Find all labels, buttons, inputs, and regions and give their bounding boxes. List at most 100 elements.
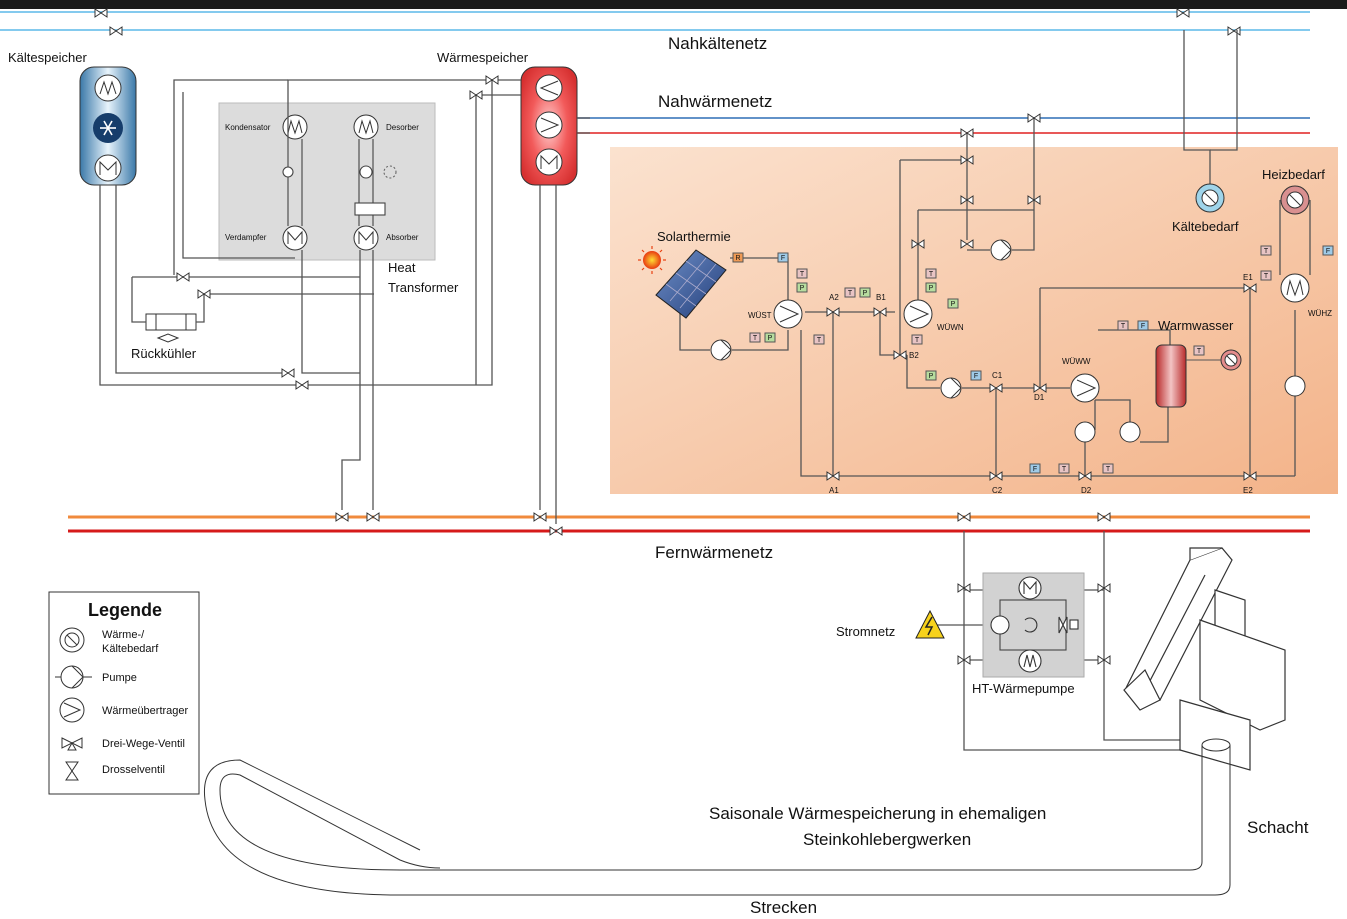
bottom-valve-1 <box>282 369 294 377</box>
tunnels-label: Strecken <box>750 898 817 917</box>
sensor-f1: F <box>781 255 785 262</box>
mine-caption-line-1: Saisonale Wärmespeicherung in ehemaligen <box>709 804 1046 823</box>
district-valve-2 <box>367 513 379 521</box>
pump-icon-wn <box>991 240 1011 260</box>
verdampfer-label: Verdampfer <box>225 233 267 242</box>
demand-icon <box>60 628 84 652</box>
wu-ww-label: WÜWW <box>1062 357 1091 366</box>
district-valve-4 <box>550 527 562 535</box>
sensor-f2: F <box>974 373 978 380</box>
sensor-t5: T <box>929 271 934 278</box>
valve-label-b1: B1 <box>876 293 886 302</box>
top-photo-strip <box>0 0 1347 9</box>
sensor-t8: T <box>1197 348 1202 355</box>
grid-label: Stromnetz <box>836 624 895 639</box>
kaeltebedarf-label: Kältebedarf <box>1172 219 1239 234</box>
sensor-f3: F <box>1141 323 1145 330</box>
absorber-label: Absorber <box>386 233 419 242</box>
legend-label-throttle-valve: Drosselventil <box>102 764 165 776</box>
desorber-icon <box>354 115 378 139</box>
pump-icon-hz <box>1285 376 1305 396</box>
sensor-t3: T <box>817 337 822 344</box>
district-valve-1 <box>336 513 348 521</box>
heat-storage-label: Wärmespeicher <box>437 50 529 65</box>
shaft-label: Schacht <box>1247 818 1309 837</box>
cold-storage-coil-top <box>95 75 121 101</box>
cold-network-valve-2 <box>110 27 122 35</box>
cold-network-label: Nahkältenetz <box>668 34 767 53</box>
valve-label-c2: C2 <box>992 486 1003 495</box>
legend-label-demand-2: Kältebedarf <box>102 643 159 655</box>
kondensator-label: Kondensator <box>225 123 271 132</box>
snowflake-icon <box>93 113 123 143</box>
sensor-t6: T <box>915 337 920 344</box>
heat-storage-exchanger-1 <box>536 75 562 101</box>
cold-network-valve-4 <box>1228 27 1240 35</box>
rk-valve-1 <box>177 273 189 281</box>
valve-label-a1: A1 <box>829 486 839 495</box>
sensor-p6: P <box>929 373 934 380</box>
sensor-p4: P <box>929 285 934 292</box>
sensor-t12: T <box>1264 273 1269 280</box>
sensor-p5: P <box>951 301 956 308</box>
warmwasser-demand-icon <box>1221 350 1241 370</box>
heat-storage-exchanger-2 <box>536 112 562 138</box>
pump-icon-solar <box>711 340 731 360</box>
absorber-icon <box>354 226 378 250</box>
heat-storage-coil <box>536 149 562 175</box>
mine-headframe-icon <box>1124 548 1285 770</box>
valve-label-b2: B2 <box>909 351 919 360</box>
wu-ww-exchanger <box>1071 374 1099 402</box>
warm-network-label: Nahwärmenetz <box>658 92 772 111</box>
wu-wn-exchanger <box>904 300 932 328</box>
pump-icon-ww1 <box>1075 422 1095 442</box>
valve-label-a2: A2 <box>829 293 839 302</box>
district-valve-6 <box>1098 513 1110 521</box>
mine-caption-line-2: Steinkohlebergwerken <box>803 830 971 849</box>
wu-st-label: WÜST <box>748 311 772 320</box>
cold-network-valve-1 <box>95 9 107 17</box>
solar-label: Solarthermie <box>657 229 731 244</box>
valve-label-d2: D2 <box>1081 486 1092 495</box>
sensor-p3: P <box>863 290 868 297</box>
cold-storage-coil-bottom <box>95 155 121 181</box>
verdampfer-icon <box>283 226 307 250</box>
bottom-valve-2 <box>296 381 308 389</box>
legend-label-demand-1: Wärme-/ <box>102 629 145 641</box>
legend-label-three-way-valve: Drei-Wege-Ventil <box>102 738 185 750</box>
wu-wn-label: WÜWN <box>937 323 964 332</box>
sensor-t1: T <box>800 271 805 278</box>
valve-label-c1: C1 <box>992 371 1003 380</box>
kondensator-icon <box>283 115 307 139</box>
district-network-label: Fernwärmenetz <box>655 543 773 562</box>
sensor-t2: T <box>753 335 758 342</box>
sensor-t11: T <box>1264 248 1269 255</box>
sensor-t4: T <box>848 290 853 297</box>
sensor-f5: F <box>1326 248 1330 255</box>
kaeltebedarf-icon <box>1196 184 1224 212</box>
heat-exchanger-icon <box>60 698 84 722</box>
sensor-t7: T <box>1121 323 1126 330</box>
valve-label-d1: D1 <box>1034 393 1045 402</box>
warmwasser-tank <box>1156 345 1186 407</box>
wu-hz-exchanger <box>1281 274 1309 302</box>
heat-transformer-title-1: Heat <box>388 260 416 275</box>
heizbedarf-label: Heizbedarf <box>1262 167 1325 182</box>
rueckkuehler-icon <box>146 314 196 342</box>
cold-network-valve-3 <box>1177 9 1189 17</box>
legend-label-pump: Pumpe <box>102 672 137 684</box>
wu-st-exchanger <box>774 300 802 328</box>
sensor-t9: T <box>1062 466 1067 473</box>
sensor-p2: P <box>768 335 773 342</box>
sensor-p1: P <box>800 285 805 292</box>
wu-hz-label: WÜHZ <box>1308 309 1332 318</box>
pump-icon-ww2 <box>1120 422 1140 442</box>
rueckkuehler-label: Rückkühler <box>131 346 197 361</box>
sensor-t10: T <box>1106 466 1111 473</box>
valve-label-e2: E2 <box>1243 486 1253 495</box>
valve-label-e1: E1 <box>1243 273 1253 282</box>
warmwasser-label: Warmwasser <box>1158 318 1234 333</box>
sensor-f4: F <box>1033 466 1037 473</box>
legend-label-exchanger: Wärmeübertrager <box>102 705 189 717</box>
